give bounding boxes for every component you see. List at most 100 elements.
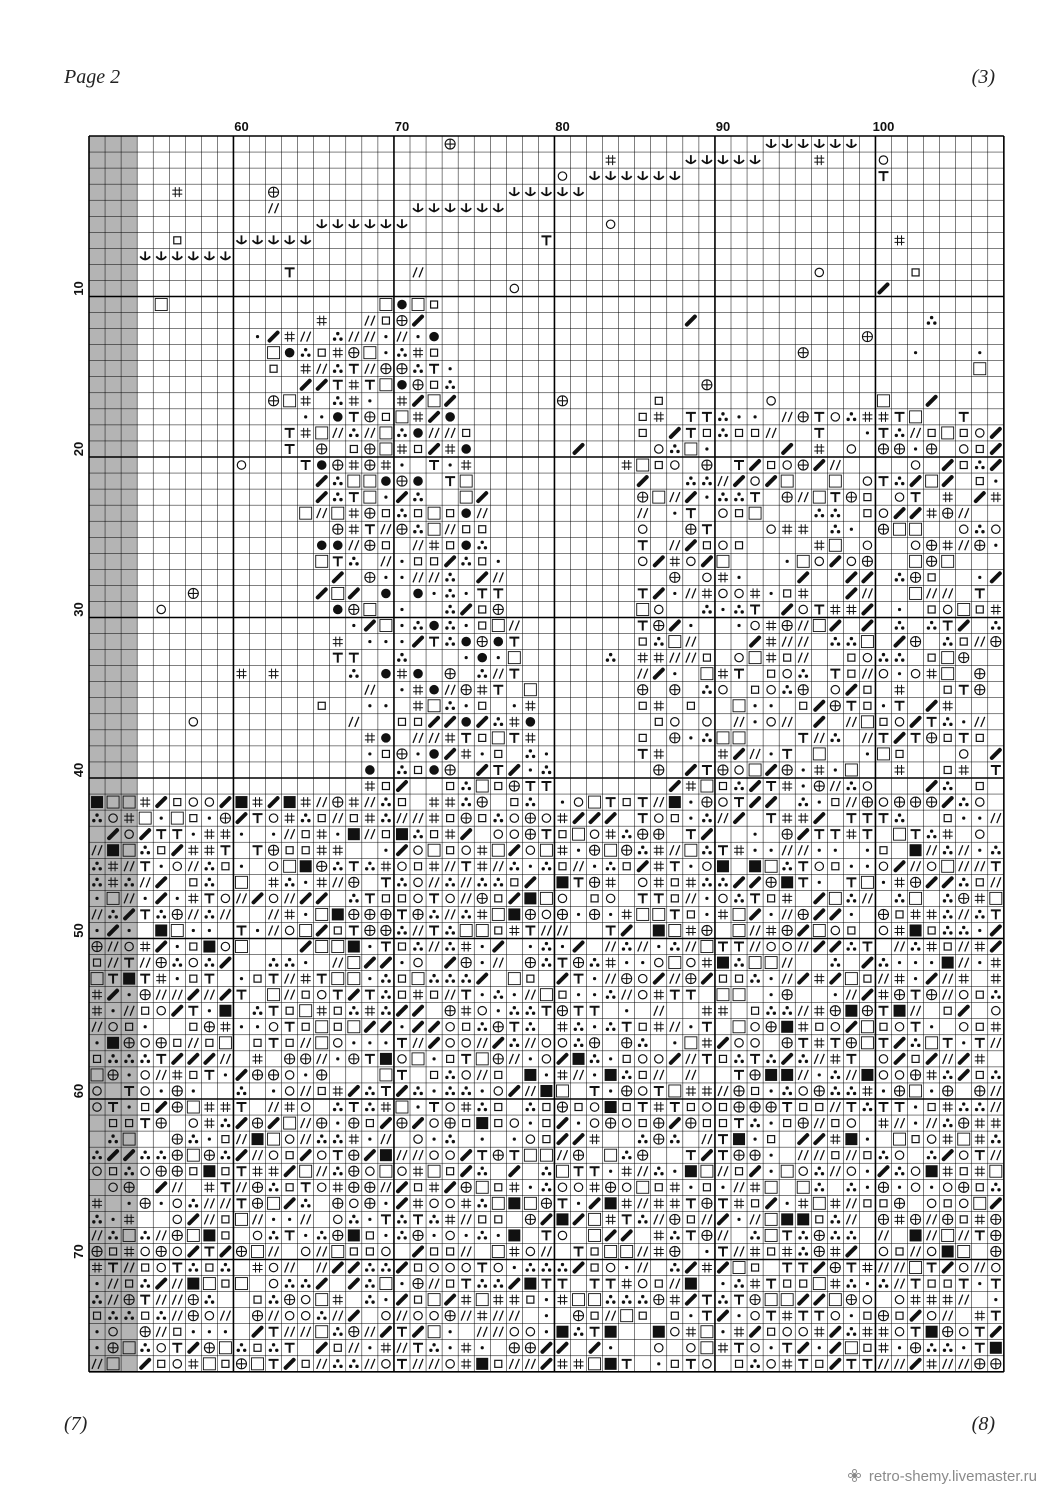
- stitch-symbol: [267, 1117, 280, 1130]
- stitch-symbol: [445, 877, 456, 887]
- stitch-symbol: [397, 861, 407, 872]
- stitch-symbol: [492, 1149, 504, 1161]
- stitch-symbol: [365, 1166, 375, 1177]
- stitch-symbol: [910, 540, 921, 551]
- stitch-symbol: [605, 219, 616, 230]
- stitch-symbol: [397, 652, 407, 662]
- stitch-symbol: [701, 1197, 713, 1209]
- stitch-symbol: [798, 861, 809, 872]
- stitch-symbol: [123, 861, 135, 872]
- stitch-symbol: [204, 1102, 215, 1113]
- stitch-symbol: [829, 1261, 841, 1274]
- stitch-symbol: [847, 669, 856, 678]
- stitch-symbol: [332, 1166, 343, 1176]
- stitch-symbol: [348, 1342, 360, 1354]
- stitch-symbol: [379, 1052, 392, 1065]
- stitch-symbol: [299, 940, 312, 953]
- stitch-symbol: [444, 203, 456, 213]
- stitch-symbol: [173, 236, 182, 245]
- stitch-symbol: [974, 1262, 986, 1273]
- stitch-symbol: [669, 1245, 681, 1258]
- stitch-symbol: [416, 1105, 420, 1109]
- stitch-symbol: [863, 685, 872, 694]
- stitch-symbol: [621, 941, 632, 951]
- stitch-symbol: [604, 1357, 617, 1370]
- stitch-symbol: [621, 1150, 632, 1160]
- stitch-symbol: [268, 668, 279, 679]
- stitch-symbol: [493, 1278, 504, 1288]
- stitch-symbol: [653, 700, 664, 711]
- stitch-symbol: [798, 604, 809, 615]
- stitch-symbol: [942, 1118, 953, 1128]
- stitch-symbol: [717, 748, 728, 759]
- stitch-symbol: [958, 524, 969, 535]
- stitch-symbol: [541, 941, 552, 951]
- stitch-symbol: [894, 764, 905, 775]
- stitch-symbol: [204, 1246, 215, 1257]
- stitch-symbol: [365, 1247, 374, 1256]
- stitch-symbol: [605, 893, 616, 904]
- stitch-symbol: [769, 752, 773, 756]
- stitch-symbol: [509, 1038, 520, 1048]
- stitch-symbol: [316, 1005, 327, 1016]
- stitch-symbol: [539, 843, 553, 857]
- stitch-symbol: [525, 717, 536, 727]
- stitch-symbol: [332, 459, 344, 471]
- stitch-symbol: [525, 700, 536, 711]
- stitch-symbol: [413, 668, 423, 679]
- stitch-symbol: [255, 335, 260, 339]
- stitch-symbol: [91, 796, 104, 809]
- stitch-symbol: [989, 1164, 1003, 1178]
- stitch-symbol: [493, 636, 504, 647]
- stitch-symbol: [187, 251, 200, 261]
- stitch-symbol: [428, 1278, 440, 1289]
- stitch-symbol: [721, 1330, 725, 1334]
- stitch-symbol: [942, 1213, 954, 1225]
- stitch-symbol: [108, 1230, 118, 1240]
- stitch-symbol: [140, 941, 151, 952]
- stitch-symbol: [989, 747, 1002, 760]
- stitch-symbol: [92, 1166, 102, 1177]
- stitch-symbol: [957, 1004, 970, 1017]
- stitch-symbol: [765, 1101, 777, 1113]
- stitch-symbol: [475, 1180, 489, 1194]
- stitch-symbol: [91, 1245, 103, 1258]
- stitch-symbol: [798, 1326, 809, 1337]
- stitch-symbol: [220, 941, 231, 952]
- stitch-symbol: [894, 717, 905, 727]
- stitch-symbol: [766, 717, 776, 727]
- stitch-symbol: [926, 539, 938, 551]
- stitch-symbol: [348, 1134, 359, 1145]
- stitch-symbol: [412, 1020, 425, 1033]
- stitch-symbol: [413, 1134, 423, 1144]
- stitch-symbol: [268, 1278, 279, 1289]
- stitch-symbol: [927, 1279, 936, 1288]
- stitch-symbol: [958, 1150, 969, 1160]
- stitch-symbol: [893, 1278, 906, 1289]
- stitch-symbol: [95, 1041, 99, 1045]
- stitch-symbol: [428, 572, 440, 583]
- stitch-symbol: [879, 1199, 888, 1208]
- stitch-symbol: [397, 299, 407, 310]
- stitch-symbol: [911, 1054, 920, 1063]
- stitch-symbol: [332, 1085, 343, 1096]
- stitch-symbol: [427, 1293, 441, 1307]
- stitch-symbol: [235, 235, 248, 245]
- stitch-symbol: [637, 1134, 648, 1144]
- stitch-symbol: [605, 797, 616, 808]
- stitch-symbol: [941, 1149, 954, 1162]
- stitch-symbol: [267, 330, 280, 343]
- stitch-symbol: [798, 797, 809, 807]
- stitch-symbol: [798, 1037, 809, 1048]
- stitch-symbol: [941, 651, 955, 665]
- stitch-symbol: [766, 941, 776, 952]
- stitch-symbol: [637, 877, 648, 888]
- stitch-symbol: [332, 1102, 343, 1112]
- stitch-symbol: [749, 876, 762, 889]
- stitch-symbol: [576, 993, 581, 997]
- stitch-symbol: [974, 1310, 985, 1321]
- stitch-symbol: [833, 848, 837, 852]
- stitch-symbol: [493, 813, 504, 823]
- stitch-symbol: [781, 876, 794, 889]
- stitch-symbol: [221, 1135, 230, 1144]
